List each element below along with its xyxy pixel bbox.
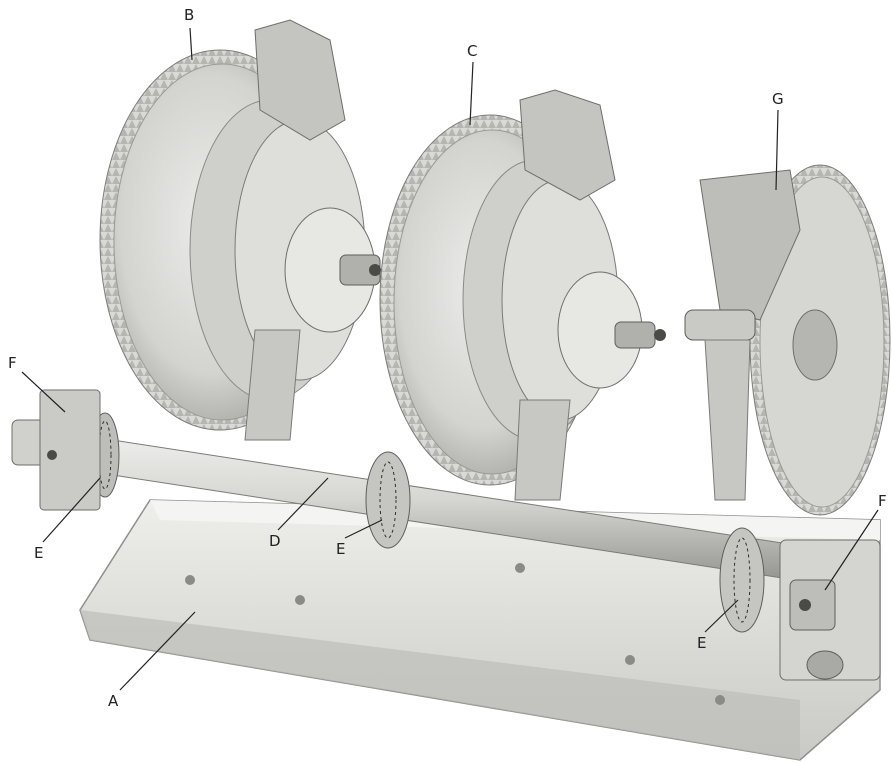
label-f-right: F bbox=[878, 492, 887, 510]
base-plate bbox=[79, 499, 881, 761]
label-f-left: F bbox=[8, 354, 17, 372]
label-g: G bbox=[772, 90, 784, 108]
label-e-left: E bbox=[34, 544, 44, 562]
label-b: B bbox=[184, 6, 195, 24]
label-e-right: E bbox=[697, 634, 707, 652]
bearing-f-left bbox=[11, 389, 101, 511]
leader-lines bbox=[21, 27, 879, 691]
label-c: C bbox=[467, 42, 478, 60]
label-a: A bbox=[108, 692, 119, 710]
coupling-e-middle bbox=[365, 451, 411, 549]
coupling-e-right bbox=[719, 527, 765, 633]
gear-c bbox=[379, 89, 666, 501]
gear-g bbox=[684, 164, 891, 516]
label-d: D bbox=[269, 532, 281, 550]
gear-b bbox=[99, 19, 381, 441]
label-e-middle: E bbox=[336, 540, 346, 558]
bearing-f-right bbox=[779, 539, 881, 681]
